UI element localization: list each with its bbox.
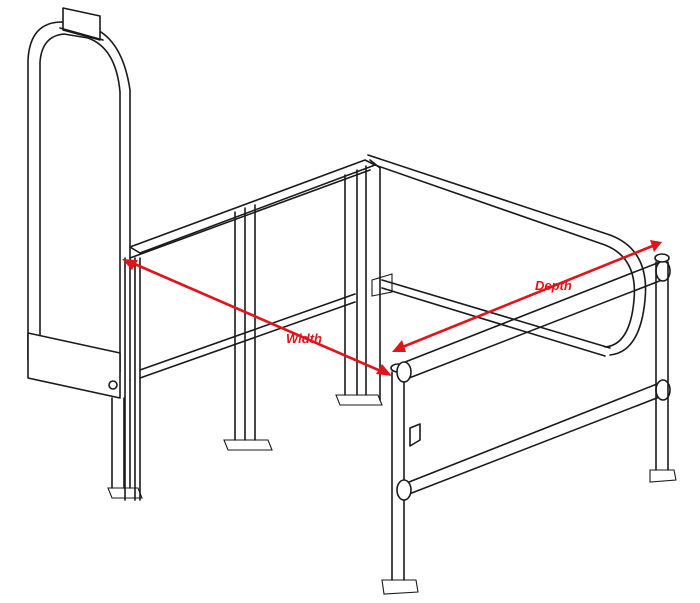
right-side-rails [367, 154, 647, 357]
width-dimension-arrow [122, 259, 392, 376]
depth-label: Depth [535, 278, 572, 293]
left-side-rails [124, 159, 383, 501]
front-gate [381, 253, 677, 595]
width-label: Width [286, 331, 322, 346]
left-hoop-frame [27, 7, 143, 499]
depth-dimension-arrow [392, 240, 662, 352]
